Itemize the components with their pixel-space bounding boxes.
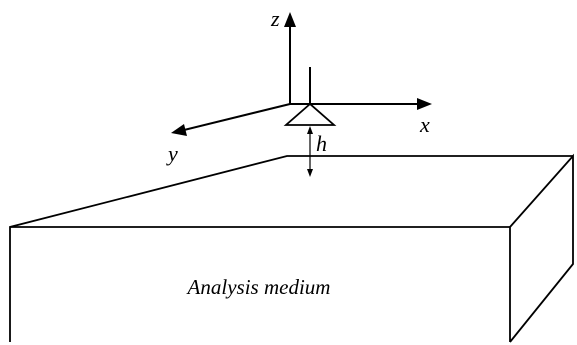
- height-arrow-down: [307, 169, 313, 177]
- z-axis-label: z: [270, 6, 280, 31]
- y-axis-label: y: [166, 141, 178, 166]
- analysis-medium-label: Analysis medium: [186, 275, 331, 299]
- y-axis-line: [183, 103, 291, 131]
- box-right-face: [509, 153, 574, 343]
- box-top-left-edge: [9, 155, 573, 342]
- z-axis-arrowhead: [284, 12, 296, 27]
- analysis-medium-box: [9, 153, 574, 343]
- height-arrow-up: [307, 126, 313, 134]
- x-axis-label: x: [419, 112, 430, 137]
- coordinate-axes: [171, 12, 432, 136]
- height-label: h: [316, 131, 327, 156]
- sensor-triangle: [283, 102, 337, 126]
- sensor: [283, 67, 337, 126]
- height-indicator: [307, 126, 313, 177]
- y-axis-arrowhead: [171, 124, 187, 136]
- x-axis-arrowhead: [417, 98, 432, 110]
